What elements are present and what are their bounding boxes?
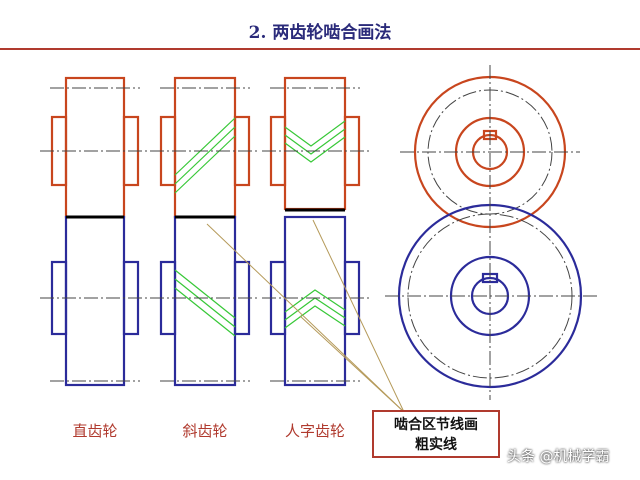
callout-box: 啮合区节线画 粗实线 xyxy=(372,410,500,458)
page-title: 2. 两齿轮啮合画法 xyxy=(248,23,392,43)
callout-line-1: 啮合区节线画 xyxy=(394,417,478,433)
callout-line-2: 粗实线 xyxy=(415,437,457,453)
watermark: 头条 @机械学霸 xyxy=(507,449,610,465)
herringbone-lower-teeth-lines xyxy=(284,289,346,329)
circular-view xyxy=(385,65,600,400)
spur-lower-body xyxy=(64,215,126,387)
callout-leaders xyxy=(206,219,405,413)
helical-upper-body xyxy=(173,76,237,219)
helical-gear-pair xyxy=(150,76,260,387)
helical-lower-teeth-lines xyxy=(174,269,236,337)
spur-gear-pair xyxy=(40,76,150,387)
label-spur-gear: 直齿轮 xyxy=(72,422,118,440)
herringbone-upper-teeth-lines xyxy=(284,120,346,163)
title-divider xyxy=(0,48,640,50)
label-herringbone-gear: 人字齿轮 xyxy=(284,422,345,440)
spur-upper-body xyxy=(64,76,126,219)
herringbone-gear-pair xyxy=(262,76,372,387)
herringbone-lower-body xyxy=(283,215,347,387)
helical-upper-teeth-lines xyxy=(174,117,236,194)
label-helical-gear: 斜齿轮 xyxy=(182,422,228,440)
